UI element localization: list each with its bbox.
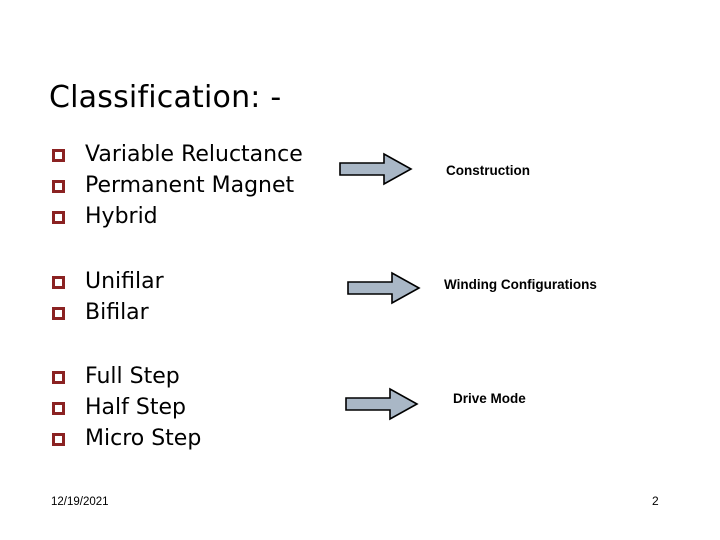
footer-page-number: 2 [652,494,659,508]
square-bullet-icon [52,180,65,193]
list-item: Variable Reluctance [52,139,303,170]
list-item-label: Micro Step [85,425,202,451]
list-item-label: Unifilar [85,268,164,294]
page-title: Classification: - [49,80,282,115]
square-bullet-icon [52,371,65,384]
right-block-arrow-icon [345,387,419,421]
right-block-arrow-icon [347,271,421,305]
category-label-winding: Winding Configurations [444,277,597,292]
list-item-label: Hybrid [85,203,158,229]
square-bullet-icon [52,307,65,320]
bullet-group-drive: Full Step Half Step Micro Step [52,361,201,454]
list-item: Bifilar [52,297,164,328]
category-label-construction: Construction [446,163,530,178]
bullet-group-winding: Unifilar Bifilar [52,266,164,328]
list-item-label: Variable Reluctance [85,141,303,167]
list-item-label: Bifilar [85,299,149,325]
list-item: Hybrid [52,201,303,232]
square-bullet-icon [52,149,65,162]
bullet-group-construction: Variable Reluctance Permanent Magnet Hyb… [52,139,303,232]
list-item: Permanent Magnet [52,170,303,201]
right-block-arrow-icon [339,152,413,186]
list-item: Half Step [52,392,201,423]
square-bullet-icon [52,433,65,446]
list-item-label: Half Step [85,394,186,420]
list-item: Unifilar [52,266,164,297]
square-bullet-icon [52,276,65,289]
category-label-drive: Drive Mode [453,391,526,406]
square-bullet-icon [52,211,65,224]
footer-date: 12/19/2021 [51,496,109,508]
list-item: Full Step [52,361,201,392]
list-item: Micro Step [52,423,201,454]
list-item-label: Full Step [85,363,180,389]
square-bullet-icon [52,402,65,415]
list-item-label: Permanent Magnet [85,172,295,198]
